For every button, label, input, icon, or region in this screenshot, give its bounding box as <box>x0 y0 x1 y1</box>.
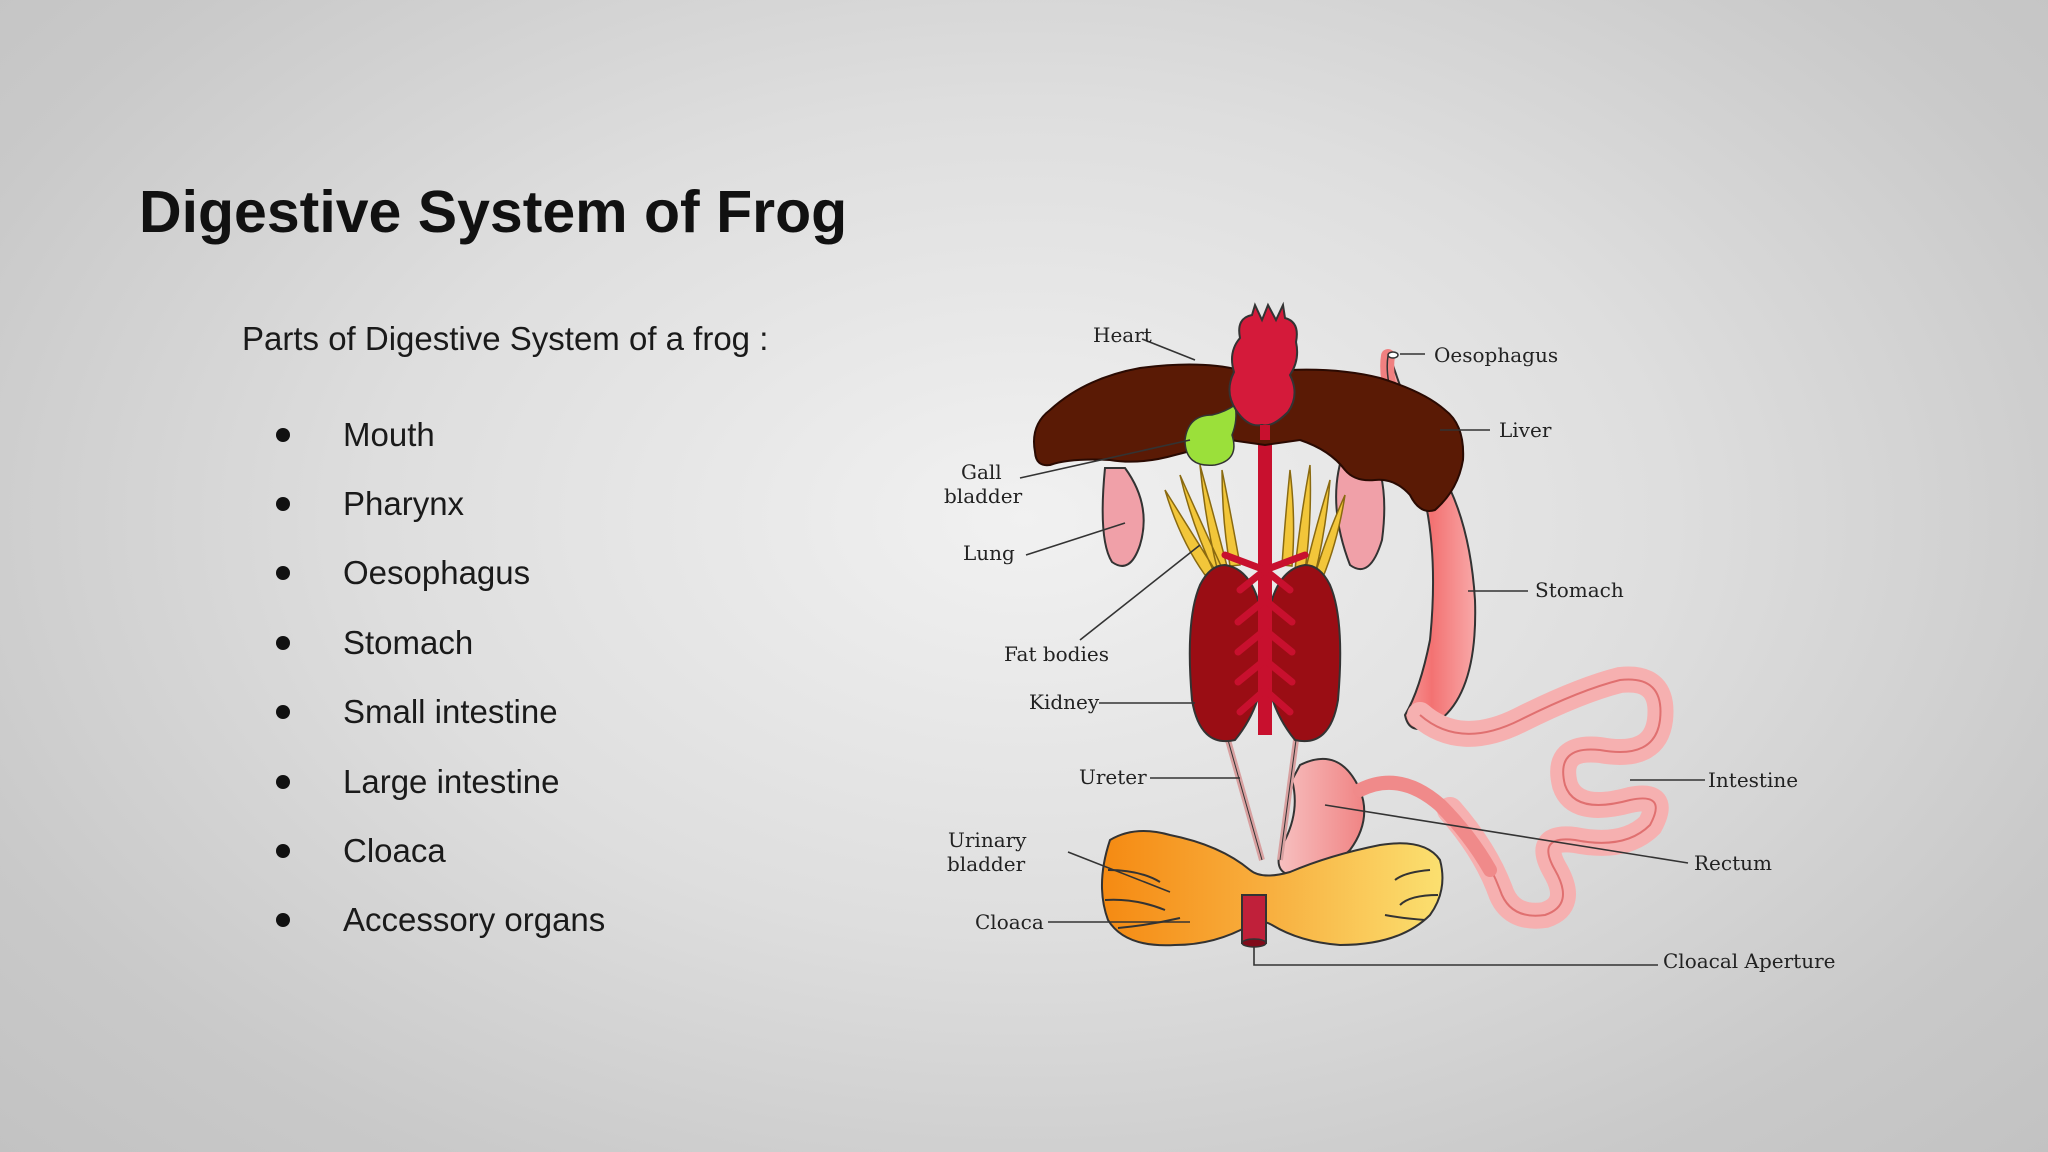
list-item: Stomach <box>276 608 605 677</box>
list-item: Oesophagus <box>276 539 605 608</box>
label-rectum: Rectum <box>1694 851 1772 875</box>
bullet-icon <box>276 705 290 720</box>
label-oesophagus: Oesophagus <box>1434 343 1558 367</box>
label-cloaca: Cloaca <box>975 910 1044 934</box>
kidney-right <box>1263 563 1342 743</box>
list-item: Small intestine <box>276 678 605 747</box>
slide-title: Digestive System of Frog <box>139 179 848 245</box>
intestine-shape <box>1407 666 1674 929</box>
label-kidney: Kidney <box>1029 690 1100 714</box>
label-urinary-bladder-1: Urinary <box>948 828 1027 852</box>
label-liver: Liver <box>1499 418 1552 442</box>
list-item: Accessory organs <box>276 886 605 955</box>
urinary-bladder-shape <box>1101 830 1444 947</box>
cloacal-tube <box>1241 894 1267 944</box>
list-item-label: Cloaca <box>343 832 446 870</box>
bullet-icon <box>276 774 290 789</box>
parts-list: Mouth Pharynx Oesophagus Stomach Small i… <box>276 400 605 955</box>
list-item-label: Stomach <box>343 623 474 661</box>
list-item-label: Large intestine <box>343 762 560 800</box>
list-item-label: Oesophagus <box>343 554 531 592</box>
label-gall-bladder-2: bladder <box>944 484 1023 508</box>
lung-left-shape <box>1101 467 1145 567</box>
list-item-label: Mouth <box>343 415 435 453</box>
label-fat-bodies: Fat bodies <box>1004 642 1109 666</box>
list-item: Mouth <box>276 400 605 469</box>
label-urinary-bladder-2: bladder <box>947 852 1026 876</box>
bullet-icon <box>276 635 290 650</box>
list-item: Large intestine <box>276 747 605 816</box>
list-item: Cloaca <box>276 816 605 885</box>
list-item-label: Pharynx <box>343 485 465 523</box>
liver-shape <box>1033 363 1465 512</box>
list-item-label: Small intestine <box>343 693 558 731</box>
intro-text: Parts of Digestive System of a frog : <box>242 320 769 357</box>
oesophagus-opening <box>1387 351 1399 359</box>
list-item-label: Accessory organs <box>343 901 606 939</box>
label-cloacal-aperture: Cloacal Aperture <box>1663 949 1836 973</box>
label-lung: Lung <box>963 541 1015 565</box>
kidney-left <box>1188 563 1267 743</box>
label-ureter: Ureter <box>1079 765 1147 789</box>
label-intestine: Intestine <box>1708 768 1798 792</box>
gall-bladder-shape <box>1184 403 1237 467</box>
label-stomach: Stomach <box>1535 578 1624 602</box>
leader-lines <box>1019 338 1705 966</box>
bullet-icon <box>276 566 290 581</box>
bullet-icon <box>276 497 290 512</box>
label-heart: Heart <box>1093 323 1152 347</box>
bullet-icon <box>276 427 290 442</box>
heart-shape <box>1228 301 1299 427</box>
label-gall-bladder-1: Gall <box>961 460 1002 484</box>
bullet-icon <box>276 844 290 859</box>
list-item: Pharynx <box>276 469 605 538</box>
bullet-icon <box>276 913 290 928</box>
